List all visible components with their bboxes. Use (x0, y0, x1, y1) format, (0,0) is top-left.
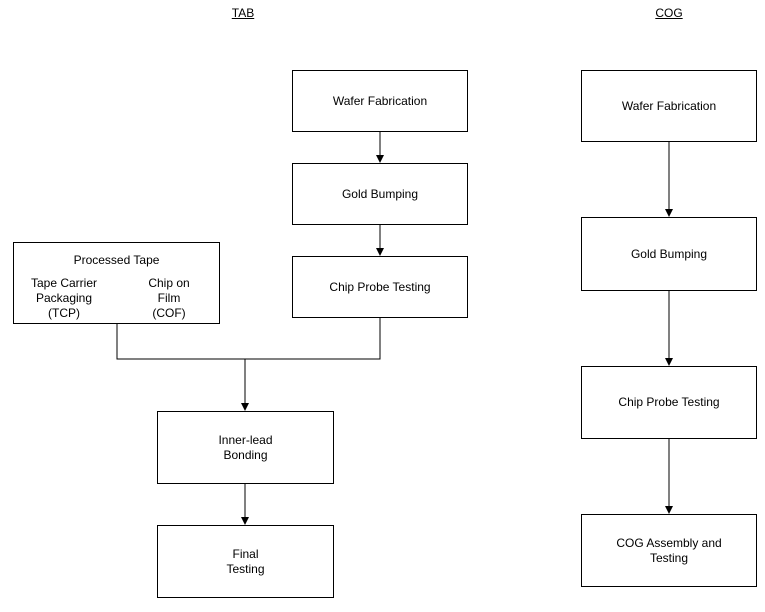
tab-chip-probe-testing-label: Chip Probe Testing (329, 279, 431, 294)
tcp-label: Tape Carrier Packaging (TCP) (30, 276, 98, 320)
tab-heading: TAB (231, 6, 255, 20)
tab-gold-bumping-box: Gold Bumping (292, 163, 468, 225)
final-testing-label-line2: Testing (226, 561, 265, 576)
inner-lead-bonding-label-line2: Bonding (223, 447, 268, 462)
cog-wafer-fabrication-box: Wafer Fabrication (581, 70, 757, 142)
processed-tape-box: Processed Tape Tape Carrier Packaging (T… (13, 242, 220, 324)
inner-lead-bonding-box: Inner-lead Bonding (157, 411, 334, 484)
cog-assembly-label-line1: COG Assembly and (616, 535, 722, 550)
final-testing-label-line1: Final (232, 546, 259, 561)
tab-chip-probe-testing-box: Chip Probe Testing (292, 256, 468, 318)
merge-line (116, 318, 381, 360)
tab-wafer-fabrication-label: Wafer Fabrication (332, 93, 428, 108)
cog-wafer-fabrication-label: Wafer Fabrication (621, 98, 717, 113)
processed-tape-title: Processed Tape (73, 253, 160, 267)
final-testing-box: Final Testing (157, 525, 334, 598)
cog-chip-probe-testing-label: Chip Probe Testing (618, 395, 720, 409)
cog-heading: COG (655, 6, 683, 20)
cog-chip-probe-testing-box: Chip Probe Testing (581, 366, 757, 439)
tab-wafer-fabrication-box: Wafer Fabrication (292, 70, 468, 132)
cog-assembly-label-line2: Testing (649, 550, 689, 565)
inner-lead-bonding-label-line1: Inner-lead (218, 432, 273, 447)
cog-gold-bumping-label: Gold Bumping (630, 246, 708, 261)
cof-label: Chip on Film (COF) (148, 276, 190, 320)
cog-assembly-testing-box: COG Assembly and Testing (581, 514, 757, 587)
cog-gold-bumping-box: Gold Bumping (581, 217, 757, 291)
tab-gold-bumping-label: Gold Bumping (341, 186, 419, 201)
